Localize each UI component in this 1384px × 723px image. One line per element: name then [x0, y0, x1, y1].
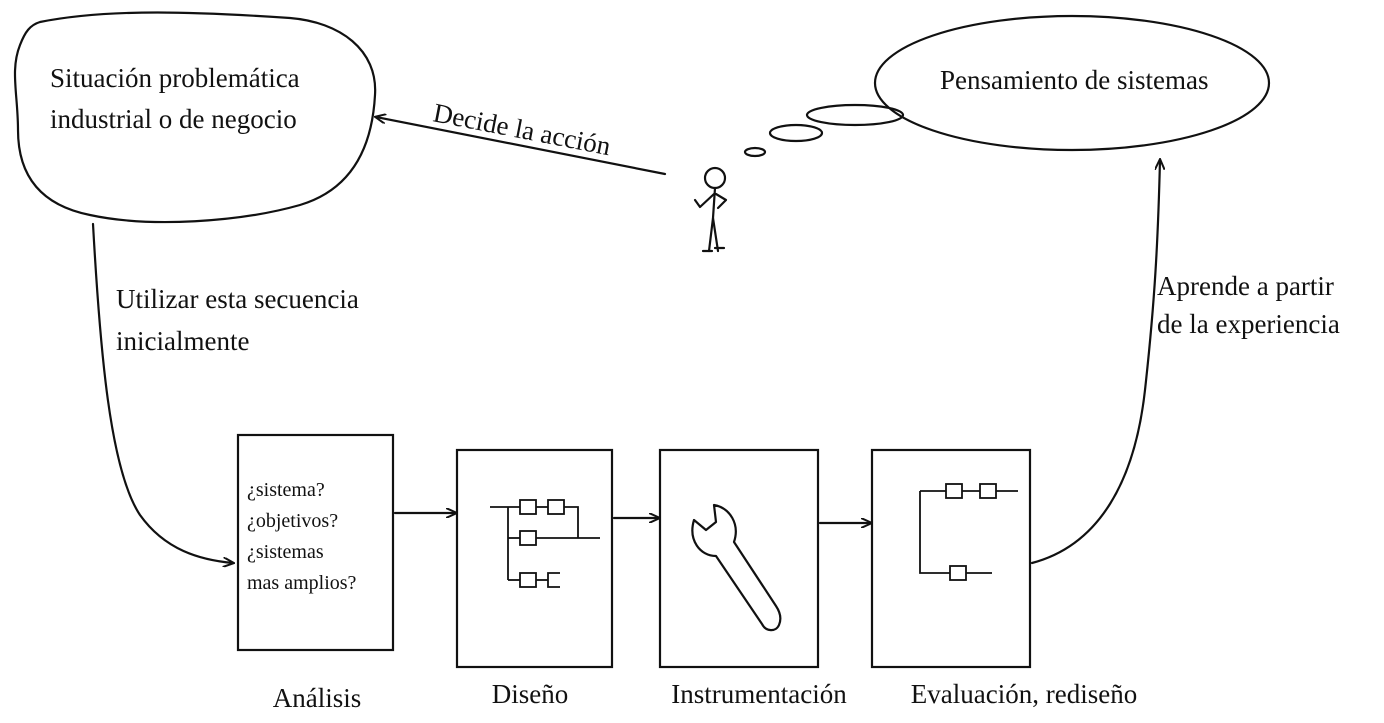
decide-action-arrow	[376, 117, 667, 176]
problem-situation-line1: Situación problemática	[50, 63, 300, 93]
systems-thinking-label: Pensamiento de sistemas	[940, 65, 1208, 95]
use-sequence-line2: inicialmente	[116, 326, 249, 356]
learn-experience-line1: Aprende a partir	[1157, 271, 1334, 301]
wrench-icon	[691, 503, 782, 632]
evaluation-box	[870, 448, 1032, 669]
thought-bubble-small	[743, 146, 767, 158]
use-sequence-line1: Utilizar esta secuencia	[116, 284, 359, 314]
stage-label-analysis: Análisis	[273, 683, 362, 713]
analysis-question-1: ¿sistema?	[247, 479, 325, 501]
decide-action-label: Decide la acción	[431, 97, 614, 161]
analysis-question-2: ¿objetivos?	[247, 510, 338, 532]
analysis-box	[236, 433, 395, 652]
stage-label-instrumentation: Instrumentación	[671, 679, 847, 709]
instrumentation-box	[658, 448, 820, 669]
use-sequence-arrow	[91, 222, 233, 563]
design-box	[455, 448, 614, 669]
thought-bubble-medium	[768, 123, 824, 143]
evaluation-schematic	[919, 483, 1018, 581]
learn-experience-line2: de la experiencia	[1157, 309, 1340, 339]
design-schematic	[490, 499, 600, 588]
problem-situation-line2: industrial o de negocio	[50, 104, 297, 134]
stage-label-design: Diseño	[492, 679, 569, 709]
stick-figure	[693, 166, 728, 253]
stage-label-evaluation: Evaluación, rediseño	[911, 679, 1137, 709]
learn-experience-arrow	[1030, 160, 1160, 565]
thought-bubble-large	[805, 103, 905, 127]
problem-situation-cloud	[13, 11, 377, 224]
analysis-question-4: mas amplios?	[247, 572, 357, 594]
systems-thinking-bubble	[873, 14, 1271, 152]
analysis-question-3: ¿sistemas	[247, 541, 324, 563]
